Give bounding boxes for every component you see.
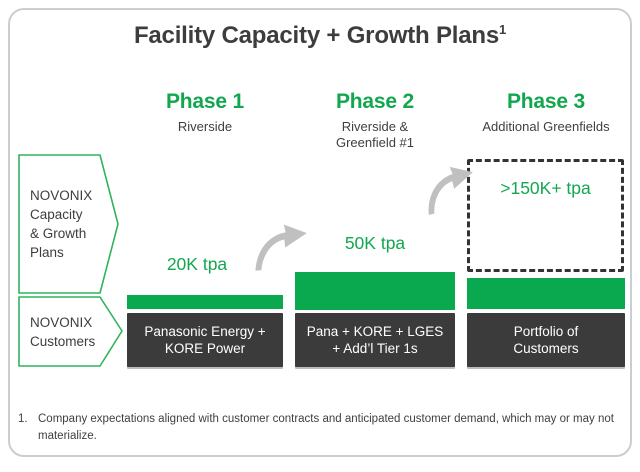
phase-2-header: Phase 2 Riverside & Greenfield #1	[285, 90, 465, 151]
customers-chevron-shape	[18, 296, 123, 367]
phase-3-customers-line: Customers	[513, 341, 579, 356]
capacity-plans-tag-line: NOVONIX	[30, 188, 93, 203]
capacity-plans-tag-line: Capacity	[30, 207, 83, 222]
phase-3-subtitle-line: Additional Greenfields	[482, 119, 610, 134]
phase-2-capacity-label: 50K tpa	[344, 233, 406, 253]
growth-arrow-icon	[428, 166, 473, 215]
phase-3-customers-box: Portfolio of Customers	[467, 313, 625, 367]
phase-2-name: Phase 2	[336, 90, 414, 113]
page-title-footnote-marker: 1	[499, 22, 507, 37]
customers-tag: NOVONIX Customers	[30, 313, 95, 351]
page-title-text: Facility Capacity + Growth Plans	[133, 22, 500, 49]
footnote-text: Company expectations aligned with custom…	[38, 413, 614, 442]
phase-2-subtitle: Riverside & Greenfield #1	[285, 119, 465, 151]
left-chevron-shapes	[18, 154, 123, 367]
phase-1-subtitle: Riverside	[117, 119, 293, 135]
phase-3-customers-line: Portfolio of	[513, 323, 579, 339]
phase-1-subtitle-line: Riverside	[177, 119, 233, 134]
phase-2-subtitle-line: Riverside &	[341, 119, 409, 134]
phase-1-customers-line: KORE Power	[164, 341, 246, 356]
phase-3-header: Phase 3 Additional Greenfields	[457, 90, 635, 135]
phase-1-customers-line: Panasonic Energy +	[144, 323, 266, 339]
footnote-number: 1.	[18, 413, 28, 425]
capacity-plans-tag: NOVONIX Capacity & Growth Plans	[30, 186, 92, 262]
phase-2-customers-box: Pana + KORE + LGES + Add’l Tier 1s	[295, 313, 455, 367]
capacity-chevron-shape	[18, 154, 119, 294]
phase-1-name: Phase 1	[166, 90, 244, 113]
phase-3-subtitle: Additional Greenfields	[457, 119, 635, 135]
phase-2-subtitle-line: Greenfield #1	[335, 135, 415, 150]
phase-1-capacity-label: 20K tpa	[166, 254, 228, 274]
phase-1-customers-box: Panasonic Energy + KORE Power	[127, 313, 283, 367]
phase-2-capacity-bar	[295, 272, 455, 310]
phase-3-name: Phase 3	[507, 90, 585, 113]
page-title: Facility Capacity + Growth Plans1	[0, 22, 640, 50]
customers-tag-line: NOVONIX	[30, 315, 93, 330]
future-capacity-dashed-box	[467, 159, 624, 272]
phase-2-customers-line: Pana + KORE + LGES	[306, 323, 444, 339]
phase-3-capacity-bar	[467, 278, 625, 309]
capacity-plans-tag-line: & Growth	[30, 226, 87, 241]
capacity-plans-tag-line: Plans	[30, 245, 64, 260]
customers-tag-line: Customers	[30, 334, 96, 349]
phase-3-capacity-label: >150K+ tpa	[500, 178, 591, 198]
phase-1-header: Phase 1 Riverside	[117, 90, 293, 135]
footnote: 1. Company expectations aligned with cus…	[18, 411, 619, 445]
growth-arrow-icon	[255, 224, 307, 271]
phase-1-capacity-bar	[127, 295, 283, 309]
phase-2-customers-line: + Add’l Tier 1s	[332, 341, 418, 356]
